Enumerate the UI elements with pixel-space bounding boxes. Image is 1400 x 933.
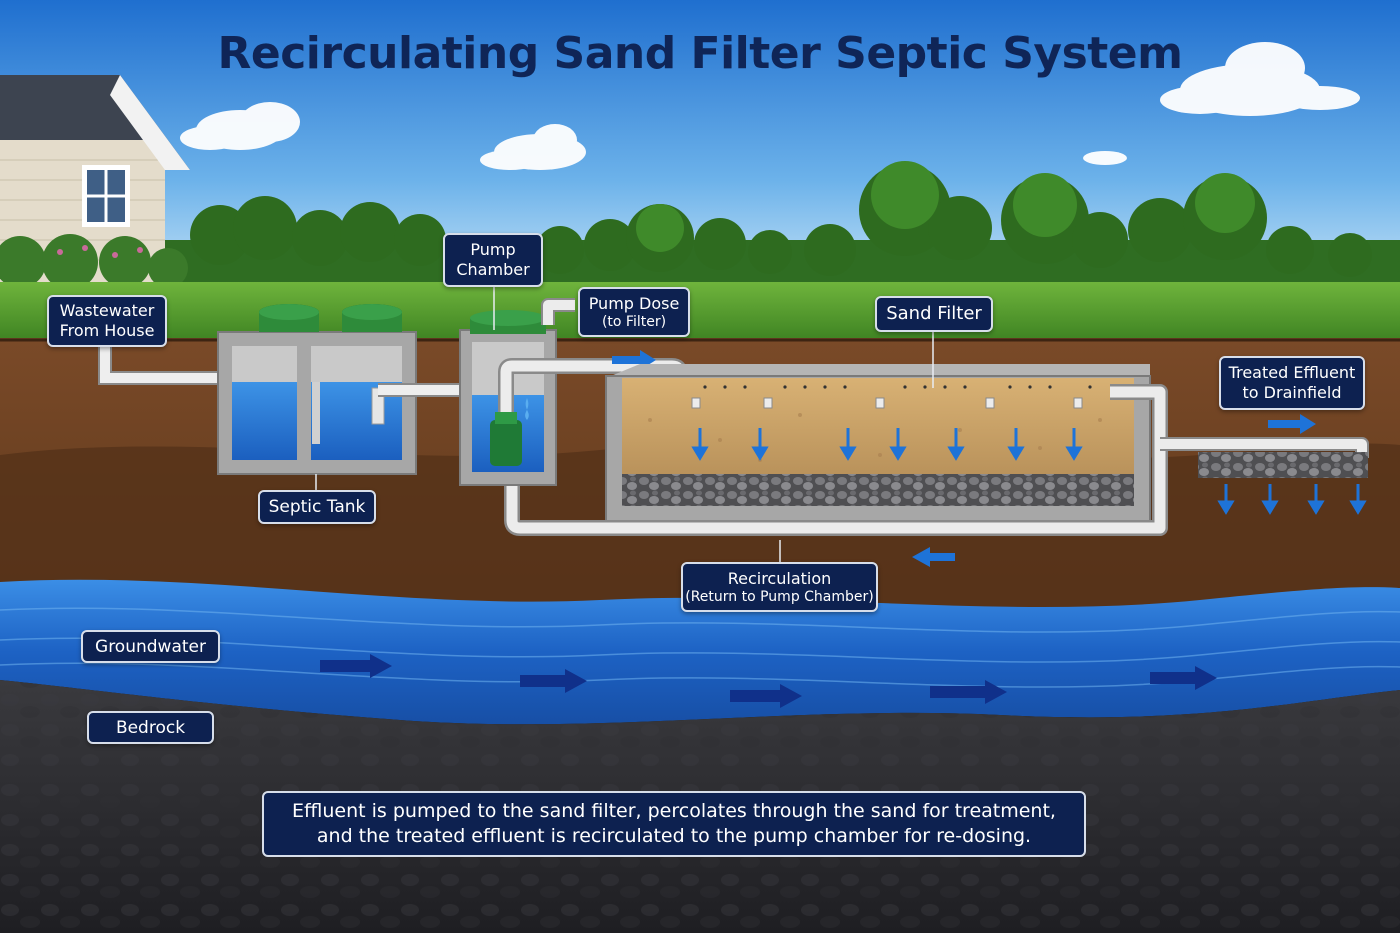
page-title: Recirculating Sand Filter Septic System — [217, 28, 1183, 79]
label-pump-chamber: Pump Chamber — [443, 233, 543, 287]
label-groundwater-text: Groundwater — [95, 636, 206, 657]
label-bedrock: Bedrock — [87, 711, 214, 744]
label-pump-dose-main: Pump Dose — [588, 293, 680, 313]
effluent-flow-arrow — [1268, 414, 1316, 434]
drainfield-arrows — [1217, 484, 1367, 515]
treeline — [160, 161, 1400, 290]
recirculation-flow-arrow — [912, 547, 955, 567]
clouds — [180, 42, 1360, 170]
distribution-holes — [703, 385, 1092, 389]
label-recirculation-sub: (Return to Pump Chamber) — [685, 588, 874, 605]
drainfield-gravel — [1198, 452, 1368, 478]
label-wastewater-text: Wastewater From House — [59, 301, 155, 340]
label-sand-filter: Sand Filter — [875, 296, 993, 332]
label-pump-dose: Pump Dose (to Filter) — [578, 287, 690, 337]
label-pump-dose-sub: (to Filter) — [601, 313, 667, 330]
label-sand-filter-text: Sand Filter — [886, 303, 982, 324]
label-bedrock-text: Bedrock — [115, 717, 186, 738]
caption-text: Effluent is pumped to the sand filter, p… — [292, 800, 1056, 847]
septic-tank — [217, 304, 417, 475]
label-wastewater: Wastewater From House — [47, 295, 167, 347]
percolation-arrows — [691, 428, 1083, 461]
groundwater-layer — [0, 579, 1400, 725]
leader-lines — [315, 287, 934, 562]
label-groundwater: Groundwater — [81, 630, 220, 663]
pump-icon — [490, 420, 522, 466]
label-recirculation: Recirculation (Return to Pump Chamber) — [681, 562, 878, 612]
label-treated-effluent: Treated Effluent to Drainfield — [1219, 356, 1365, 410]
groundwater-flow-arrows — [320, 654, 1217, 708]
label-treated-effluent-text: Treated Effluent to Drainfield — [1228, 363, 1356, 402]
label-recirculation-main: Recirculation — [727, 568, 832, 588]
house — [0, 75, 190, 290]
caption-box: Effluent is pumped to the sand filter, p… — [262, 791, 1086, 857]
label-pump-chamber-text: Pump Chamber — [456, 240, 530, 279]
label-septic-tank-text: Septic Tank — [268, 497, 366, 517]
sand-filter — [605, 364, 1151, 525]
house-outlet-pipe — [98, 338, 227, 385]
lawn — [0, 282, 1400, 342]
label-septic-tank: Septic Tank — [258, 490, 376, 524]
